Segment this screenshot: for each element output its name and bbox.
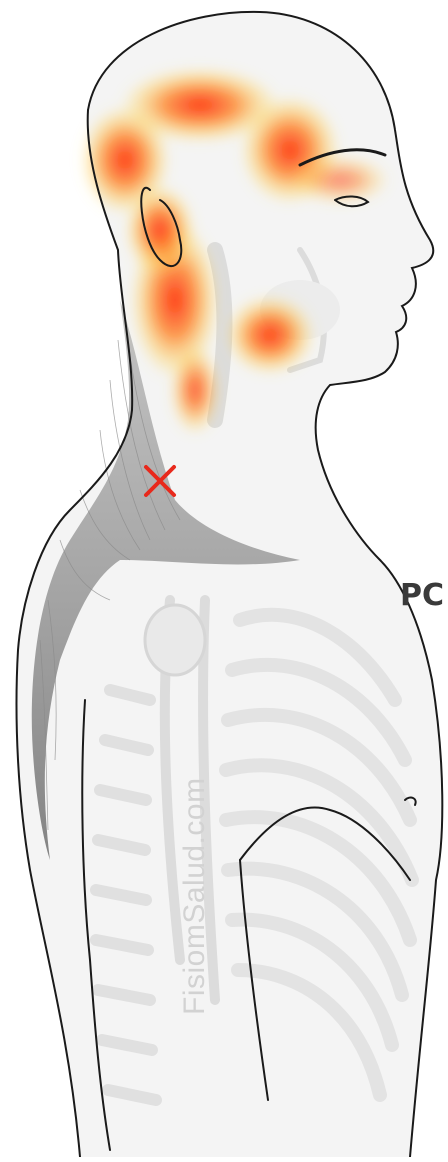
pain-zone-jaw <box>225 295 315 375</box>
pain-zone-lower-neck <box>170 345 220 435</box>
side-label: PC <box>400 578 444 613</box>
watermark-text: FisiomSalud.com <box>178 777 212 1015</box>
pain-zone-upper-neck <box>125 185 195 275</box>
